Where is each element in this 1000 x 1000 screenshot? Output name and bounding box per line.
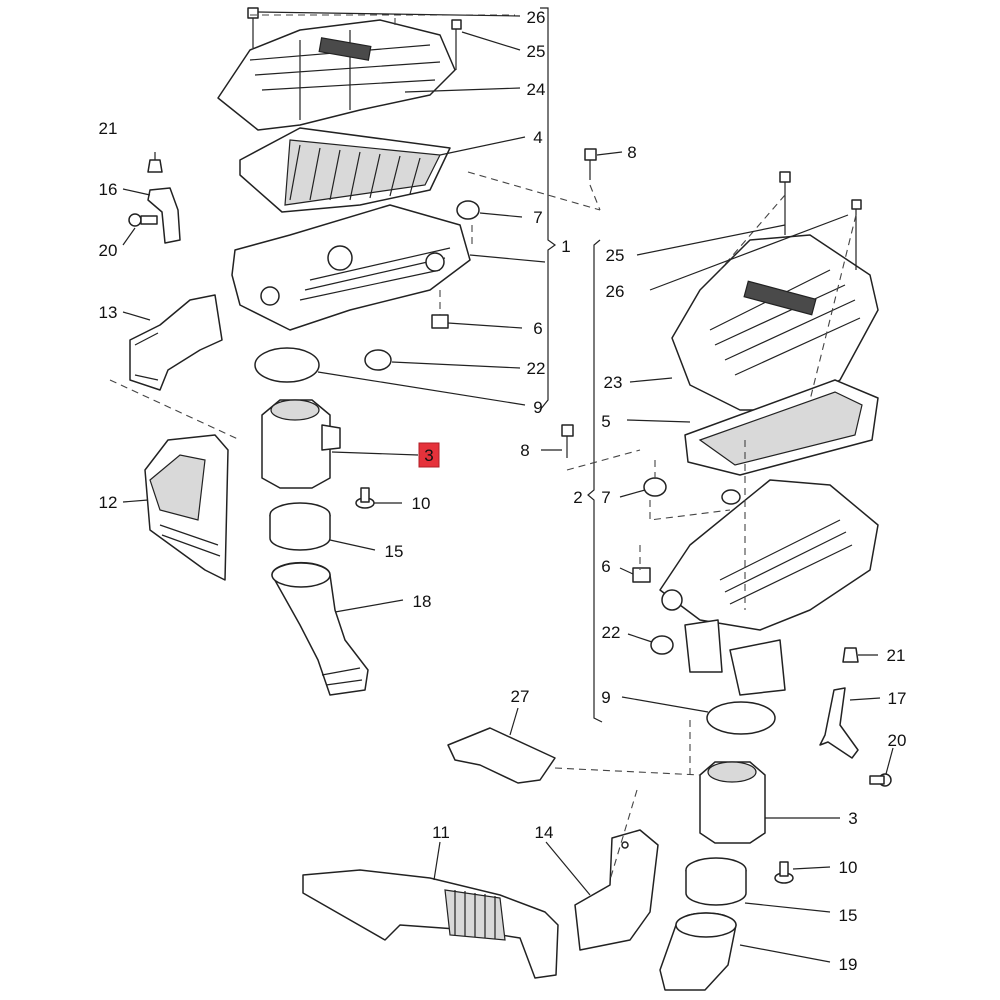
callout-9-top: 9	[533, 398, 542, 417]
callout-24: 24	[527, 80, 546, 99]
callout-22-top: 22	[527, 359, 546, 378]
callout-11: 11	[432, 823, 450, 842]
hose-18	[271, 561, 369, 696]
callout-15-right: 15	[839, 906, 858, 925]
callout-21-left: 21	[99, 119, 118, 138]
bracket-17	[819, 687, 859, 759]
group-bracket-2	[587, 239, 603, 723]
callout-19: 19	[839, 955, 858, 974]
callout-3-right: 3	[848, 809, 857, 828]
callout-labels: 26 25 24 4 8 21 16 20 7 1 25 26 13 6 22 …	[99, 8, 907, 974]
o-ring-9-left	[254, 347, 320, 383]
callout-8-mid: 8	[520, 441, 529, 460]
callout-12: 12	[99, 493, 118, 512]
callout-10-left: 10	[412, 494, 431, 513]
callout-25-top: 25	[527, 42, 546, 61]
callout-3-highlight-text: 3	[424, 446, 433, 465]
callout-7-mid: 7	[601, 488, 610, 507]
maf-sensor-left	[261, 399, 341, 489]
callout-2: 2	[573, 488, 582, 507]
bracket-16	[147, 187, 181, 244]
callout-17: 17	[888, 689, 907, 708]
grommet-7-right	[643, 477, 667, 497]
bolt-20-left	[128, 213, 158, 227]
callout-6-mid: 6	[601, 557, 610, 576]
screw-8-top	[584, 148, 597, 180]
callout-18: 18	[413, 592, 432, 611]
air-box-cover-right	[671, 234, 879, 411]
intake-duct-11	[302, 869, 559, 979]
screw-25-top	[451, 19, 462, 70]
air-box-cover-left	[217, 19, 456, 131]
o-ring-9-right	[706, 701, 776, 735]
callout-26-top: 26	[527, 8, 546, 27]
callout-6-top: 6	[533, 319, 542, 338]
grommet-6-right	[632, 567, 651, 583]
alignment-lines	[109, 14, 857, 881]
callout-10-right: 10	[839, 858, 858, 877]
air-box-lower-left	[231, 204, 471, 331]
callout-25-mid: 25	[606, 246, 625, 265]
air-box-lower-right	[659, 479, 879, 696]
callout-20-left: 20	[99, 241, 118, 260]
snorkel-12	[144, 434, 229, 581]
callout-1: 1	[561, 237, 570, 256]
callout-5: 5	[601, 412, 610, 431]
grommet-22-left	[364, 349, 392, 371]
callout-8-top: 8	[627, 143, 636, 162]
callout-27: 27	[511, 687, 530, 706]
grommet-6-left	[431, 314, 449, 329]
callout-3-highlighted: 3	[418, 442, 440, 468]
callout-14: 14	[535, 823, 554, 842]
screw-26-top	[247, 7, 259, 48]
duct-14	[574, 829, 659, 951]
air-filter-left	[239, 127, 451, 213]
duct-13	[129, 294, 223, 391]
callout-13: 13	[99, 303, 118, 322]
bolt-10-right	[774, 861, 794, 884]
callout-22-mid: 22	[602, 623, 621, 642]
grommet-22-right	[650, 635, 674, 655]
screw-26-mid	[851, 199, 862, 270]
screw-25-mid	[779, 171, 791, 235]
grommet-7-left	[456, 200, 480, 220]
bolt-21-right	[842, 647, 859, 663]
callout-21-right: 21	[887, 646, 906, 665]
callout-26-mid: 26	[606, 282, 625, 301]
hose-19	[659, 912, 737, 991]
callout-4: 4	[533, 128, 542, 147]
bolt-20-right	[869, 773, 892, 787]
air-filter-right	[684, 379, 879, 476]
maf-sensor-right	[699, 761, 766, 844]
callout-23: 23	[604, 373, 623, 392]
callout-7-top: 7	[533, 208, 542, 227]
bolt-10-left	[355, 487, 375, 509]
callout-20-right: 20	[888, 731, 907, 750]
clamp-15-left	[269, 502, 331, 551]
group-bracket-1	[539, 7, 557, 411]
leader-lines	[122, 11, 894, 963]
heat-shield-27	[447, 727, 556, 784]
callout-9-mid: 9	[601, 688, 610, 707]
callout-15-left: 15	[385, 542, 404, 561]
clamp-15-right	[685, 857, 747, 906]
bolt-21-left	[147, 159, 163, 173]
callout-16: 16	[99, 180, 118, 199]
grommet-7b-right	[721, 489, 741, 505]
screw-8-mid	[561, 424, 574, 458]
